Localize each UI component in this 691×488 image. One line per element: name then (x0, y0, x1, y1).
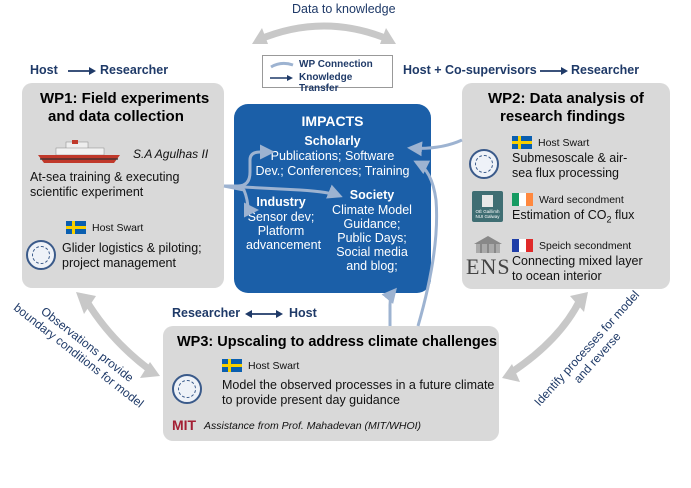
scholarly-line2: Dev.; Conferences; Training (255, 164, 410, 178)
scholarly-line1: Publications; Software (270, 149, 395, 163)
wp3-box (163, 326, 499, 441)
wp3-title: WP3: Upscaling to address climate challe… (177, 334, 497, 350)
wp2-flow-host: Host + Co-supervisors (403, 63, 537, 77)
wp3-flow-arrow (245, 310, 283, 318)
left-side-label: Observations provide boundary conditions… (0, 280, 166, 419)
wp2-title-line1: WP2: Data analysis of (488, 90, 644, 107)
impacts-title: IMPACTS (301, 113, 364, 129)
data-to-knowledge-arrow-left-head (252, 28, 268, 44)
ship-image (38, 140, 120, 163)
industry-line1: Sensor dev; (247, 210, 315, 224)
university-seal-icon (26, 240, 56, 270)
legend: WP Connection Knowledge Transfer (262, 55, 393, 94)
wp3-assistance: Assistance from Prof. Mahadevan (MIT/WHO… (204, 420, 422, 432)
ireland-flag-icon (512, 193, 533, 206)
right-side-label-line1: Identify processes for model (531, 287, 643, 409)
ens-logo: ENS (466, 254, 511, 279)
ship-name: S.A Agulhas II (133, 147, 209, 161)
wp1-text2-line2: project management (62, 256, 176, 270)
wp3-flow-host: Host (289, 306, 317, 320)
wp2-wp3-arrow-top-head (570, 292, 588, 312)
wp1-host: Host Swart (92, 222, 144, 234)
wp3-flow-researcher: Researcher (172, 306, 241, 320)
galway-logo-text: OÉ Gaillimh NUI Galway (475, 209, 500, 219)
wp1-flow-host: Host (30, 63, 58, 77)
ward-text-start: Estimation of CO (512, 208, 607, 222)
ward-text-end: flux (611, 208, 635, 222)
ens-building-icon (474, 236, 502, 253)
legend-knowledge-transfer: Knowledge Transfer (299, 72, 353, 94)
wp2-title-line2: research findings (500, 108, 626, 125)
ward-text-subscript: 2 (606, 214, 612, 225)
scholarly-heading: Scholarly (304, 134, 361, 148)
wp2-speich-text2: to ocean interior (512, 269, 602, 283)
sweden-flag-icon (66, 221, 86, 234)
wp2-ward-text: Estimation of CO2 flux (512, 208, 634, 228)
galway-logo: OÉ Gaillimh NUI Galway (472, 191, 503, 222)
wp1-text2-line1: Glider logistics & piloting; (62, 241, 202, 255)
sweden-flag-icon (512, 136, 532, 149)
university-seal-icon (469, 149, 499, 179)
wp3-host: Host Swart (248, 360, 300, 372)
wp2-wp3-arrow-bottom-head (502, 364, 520, 382)
industry-line3: advancement (246, 238, 322, 252)
right-side-label: Identify processes for model and reverse (525, 280, 660, 425)
wp2-text1-line1: Submesoscale & air- (512, 151, 628, 165)
wp2-box (462, 83, 670, 289)
wp2-flow-arrow (540, 67, 568, 75)
wp2-text1-line2: sea flux processing (512, 166, 620, 180)
wp2-speich-text1: Connecting mixed layer (512, 254, 643, 268)
society-heading: Society (349, 188, 395, 202)
wp3-to-society-connector (381, 287, 397, 326)
wp2-speich: Speich secondment (539, 240, 632, 252)
knowledge-transfer-swatch (270, 75, 293, 81)
wp2-ward: Ward secondment (539, 194, 624, 206)
wp2-host: Host Swart (538, 137, 590, 149)
wp1-flow-researcher: Researcher (100, 63, 169, 77)
france-flag-icon (512, 239, 533, 252)
left-side-label-line1: Observations provide (38, 304, 137, 385)
data-to-knowledge-label: Data to knowledge (292, 2, 396, 16)
sweden-flag-icon (222, 359, 242, 372)
society-line2: Guidance; (343, 217, 401, 231)
industry-heading: Industry (256, 195, 306, 209)
right-side-label-line2: and reverse (570, 329, 624, 386)
left-side-label-line2: boundary conditions for model (11, 300, 147, 411)
data-to-knowledge-arrow (256, 22, 392, 44)
wp1-wp3-arrow-bottom-head (140, 362, 160, 378)
wp1-title-line1: WP1: Field experiments (40, 90, 210, 107)
wp1-text1-line1: At-sea training & executing (30, 170, 180, 184)
legend-wp-connection: WP Connection (299, 59, 373, 70)
wp2-flow-researcher: Researcher (571, 63, 640, 77)
data-to-knowledge-arrow-right-head (380, 28, 396, 44)
wp-connection-swatch (270, 61, 294, 69)
wp1-flow-arrow (68, 67, 96, 75)
wp3-text-line2: to provide present day guidance (222, 393, 400, 407)
mit-logo: MIT (172, 417, 197, 433)
impacts-box: IMPACTS Scholarly Publications; Software… (234, 104, 431, 293)
society-line1: Climate Model (332, 203, 412, 217)
society-line5: and blog; (346, 259, 398, 273)
wp1-wp3-arrow-top-head (76, 292, 96, 314)
wp1-title-line2: and data collection (48, 108, 184, 125)
society-line3: Public Days; (337, 231, 407, 245)
wp3-text-line1: Model the observed processes in a future… (222, 378, 495, 392)
industry-line2: Platform (257, 224, 305, 238)
society-line4: Social media (336, 245, 408, 259)
university-seal-icon (172, 374, 202, 404)
wp1-text1-line2: scientific experiment (30, 185, 144, 199)
